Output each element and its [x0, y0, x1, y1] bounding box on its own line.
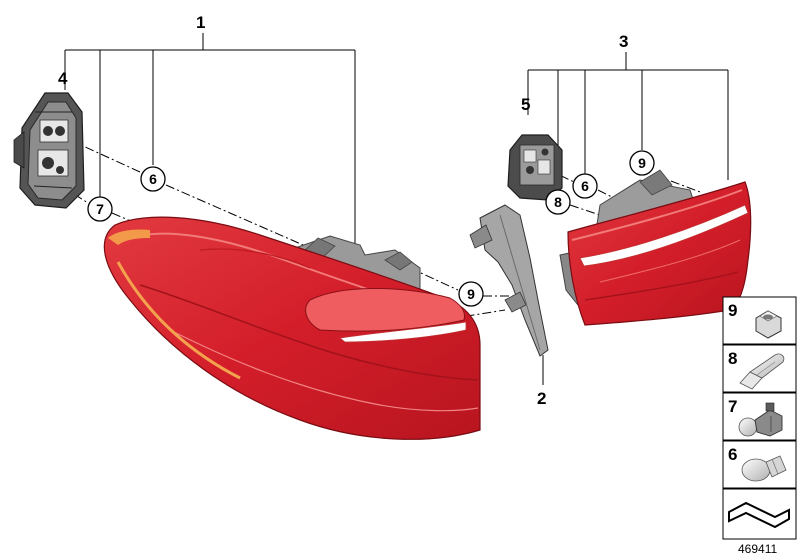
parts-panel-item-7: 7 [722, 392, 797, 441]
parts-panel-item-8-number: 8 [728, 349, 737, 368]
bulb-icon [741, 455, 787, 482]
callout-8: 8 [545, 189, 571, 215]
parts-panel-assembly-symbol [722, 488, 797, 540]
callout-8-label: 8 [554, 194, 562, 210]
bulb-carrier-left [13, 92, 85, 209]
bracket [469, 204, 549, 357]
callout-5: 5 [521, 95, 530, 114]
parts-panel-item-8: 8 [722, 344, 797, 393]
tail-light-outer [103, 216, 481, 440]
parts-panel-item-7-number: 7 [728, 397, 737, 416]
parts-panel-item-6-number: 6 [728, 445, 737, 464]
leader-lines [59, 33, 729, 385]
parts-panel-item-9: 9 [722, 296, 797, 345]
callout-6-right: 6 [572, 173, 598, 199]
callout-1: 1 [196, 13, 205, 32]
callout-7-label: 7 [96, 201, 104, 217]
callout-9-left-label: 9 [467, 286, 475, 302]
hex-nut-icon [755, 310, 782, 339]
bulb-carrier-right [507, 134, 563, 201]
callout-9-right-label: 9 [638, 155, 646, 171]
callout-9-left: 9 [458, 281, 484, 307]
callout-6-left: 6 [140, 166, 166, 192]
wedge-bulb-icon [739, 353, 785, 390]
tail-light-inner [559, 169, 752, 326]
callout-6-right-label: 6 [581, 178, 589, 194]
image-number: 469411 [738, 542, 777, 556]
callout-6-left-label: 6 [149, 171, 157, 187]
callout-2: 2 [537, 389, 546, 408]
assembly-symbol-icon [728, 501, 790, 529]
callout-4: 4 [58, 69, 68, 88]
bulb-socket-icon [738, 402, 783, 437]
parts-panel: 9 8 7 [722, 296, 797, 540]
parts-panel-item-9-number: 9 [728, 301, 737, 320]
callout-9-right: 9 [629, 150, 655, 176]
callout-3: 3 [619, 32, 628, 51]
parts-panel-item-6: 6 [722, 440, 797, 489]
callout-7: 7 [87, 196, 113, 222]
